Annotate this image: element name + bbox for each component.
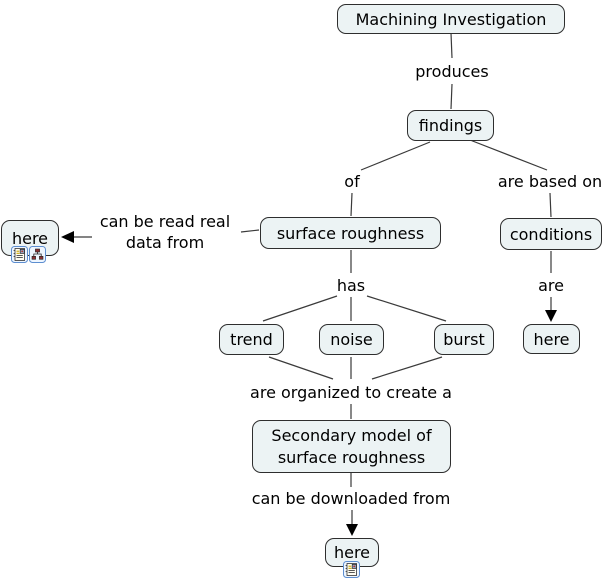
linking-phrase-can-be-downloaded[interactable]: can be downloaded from [251,489,451,508]
linking-phrase-produces[interactable]: produces [415,62,489,81]
concept-node-burst[interactable]: burst [434,324,494,355]
concept-map-icon[interactable] [29,246,46,263]
linking-phrase-are-based-on[interactable]: are based on [497,172,603,191]
connector-line [371,356,443,380]
concept-node-conditions[interactable]: conditions [500,218,602,250]
connector-line [450,83,453,110]
phrase-label-line: can be read real [99,212,231,231]
concept-node-findings[interactable]: findings [407,110,494,141]
concept-node-surface-roughness[interactable]: surface roughness [260,217,441,249]
connector-line [450,32,453,59]
linking-phrase-are[interactable]: are [538,276,564,295]
connector-line [469,139,548,171]
arrowhead [61,231,74,243]
linking-phrase-of[interactable]: of [344,172,360,191]
connector-line [240,229,260,233]
connector-line [350,192,353,217]
concept-node-noise[interactable]: noise [319,324,384,355]
linking-phrase-has[interactable]: has [336,276,366,295]
concept-node-here-right[interactable]: here [523,324,580,354]
concept-node-trend[interactable]: trend [219,324,284,355]
arrowhead [346,524,358,536]
document-image-icon[interactable] [11,246,28,263]
node-label-line: surface roughness [277,447,426,467]
linking-phrase-are-organized[interactable]: are organized to create a [250,383,452,402]
concept-node-secondary-model[interactable]: Secondary model of surface roughness [252,420,451,473]
concept-node-machining-investigation[interactable]: Machining Investigation [337,4,565,34]
phrase-label-line: data from [125,233,205,253]
connector-line [366,295,447,322]
arrowhead [545,310,557,322]
document-image-icon[interactable] [343,561,360,578]
connector-line [360,141,431,171]
linking-phrase-can-be-read[interactable]: can be read real data from [100,211,230,253]
connector-line [262,295,338,322]
node-label-line: Secondary model of [271,426,432,446]
connector-line [268,356,334,380]
connector-line [549,192,552,218]
